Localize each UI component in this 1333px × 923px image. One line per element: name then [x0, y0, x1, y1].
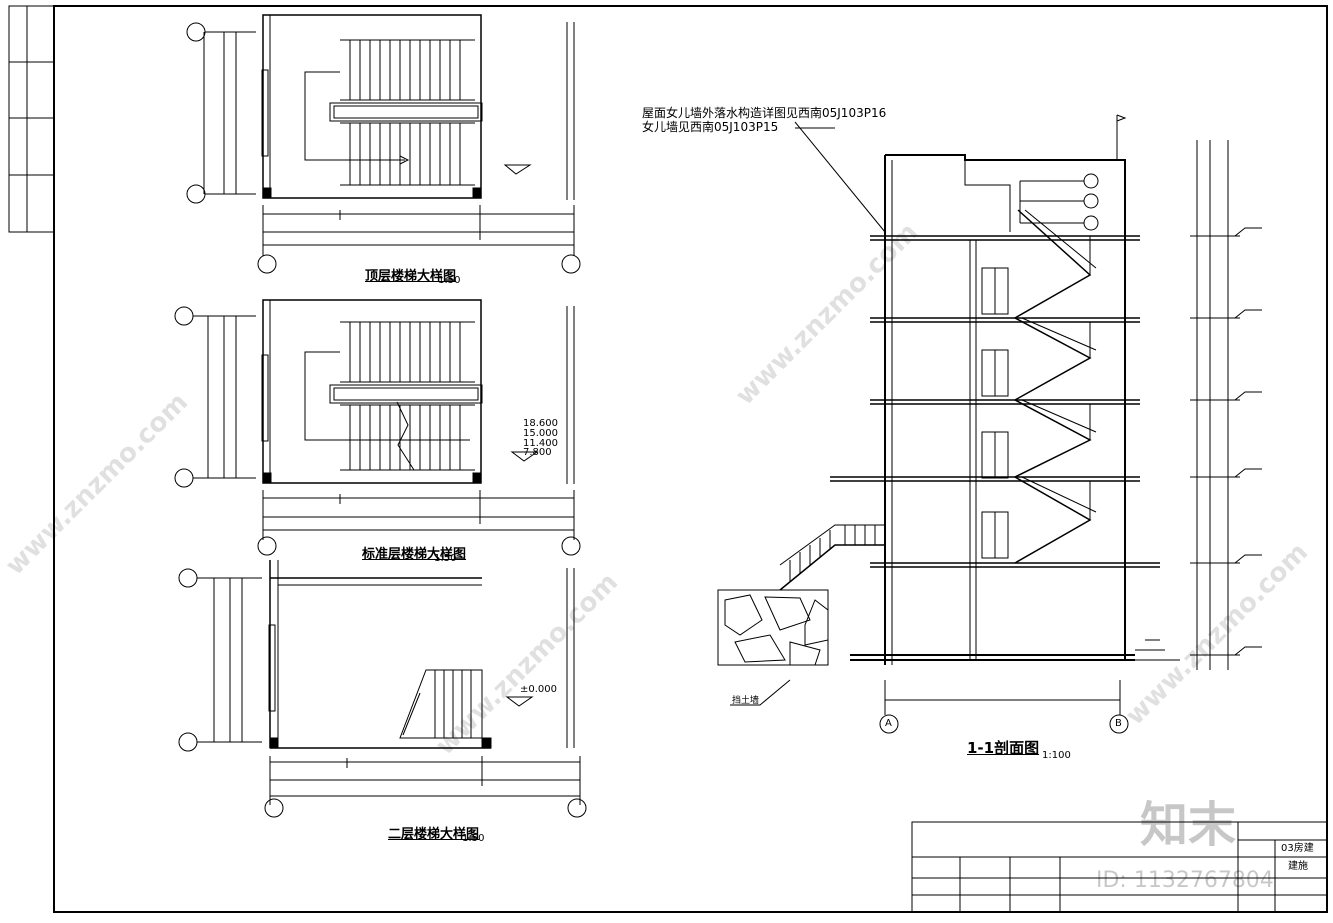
- title-block: [911, 821, 1328, 913]
- second-stair-plan: [178, 560, 587, 818]
- top-stair-title: 顶层楼梯大样图: [365, 269, 457, 284]
- top-stair-treads: [304, 39, 483, 186]
- watermark-id: ID: 1132767804: [1096, 868, 1274, 893]
- note-parapet-drain: 屋面女儿墙外落水构造详图见西南05J103P16: [642, 106, 887, 120]
- note-parapet: 女儿墙见西南05J103P15: [642, 120, 779, 134]
- std-stair-title: 标准层楼梯大样图: [362, 547, 467, 562]
- section-drawing: [717, 114, 1262, 734]
- title-block-project: 03房建: [1281, 843, 1314, 854]
- std-stair-scale: 1:50: [434, 553, 457, 564]
- binding-strip: [8, 5, 55, 233]
- elevation-second: ±0.000: [520, 684, 558, 695]
- second-stair-title: 二层楼梯大样图: [388, 827, 480, 842]
- watermark-brand: 知末: [1140, 797, 1237, 853]
- top-stair-plan: [186, 14, 581, 274]
- elevation-1: 18.600: [523, 418, 558, 429]
- elevation-4: 7.800: [523, 447, 552, 458]
- section-scale: 1:100: [1042, 750, 1071, 761]
- second-stair-scale: 1:50: [462, 833, 485, 844]
- std-stair-treads: [304, 321, 483, 471]
- axis-a-label: A: [885, 718, 892, 729]
- sheet-border: [53, 5, 1328, 913]
- elevation-3: 11.400: [523, 438, 558, 449]
- top-stair-scale: 1:50: [438, 275, 461, 286]
- elevation-2: 15.000: [523, 428, 558, 439]
- axis-b-label: B: [1115, 718, 1122, 729]
- standard-stair-plan: [174, 299, 581, 556]
- note-retaining-wall: 挡土墙: [732, 696, 760, 706]
- section-title: 1-1剖面图: [967, 739, 1040, 757]
- title-block-discipline: 建施: [1288, 861, 1308, 872]
